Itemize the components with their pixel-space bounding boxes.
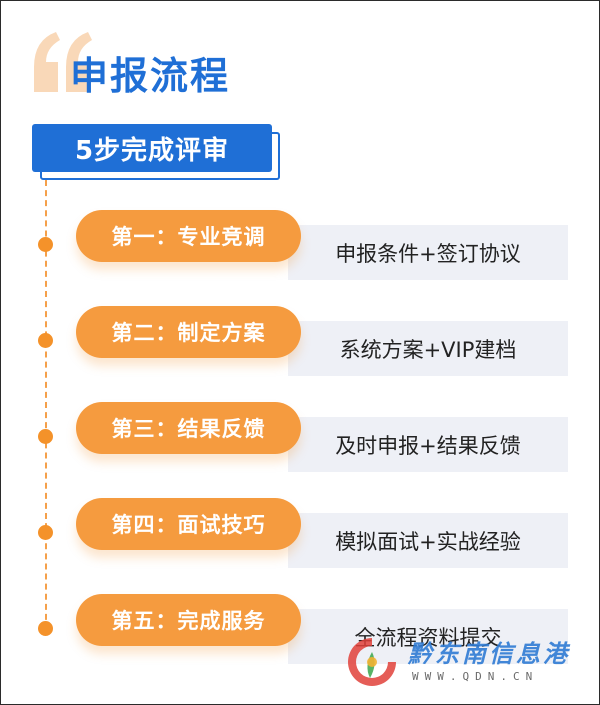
timeline-dot [38, 237, 53, 252]
step-pill: 第二：制定方案 [76, 306, 301, 358]
steps-badge: 5步完成评审 [32, 124, 272, 172]
step-pill: 第五：完成服务 [76, 594, 301, 646]
step-5: 全流程资料提交 第五：完成服务 [0, 594, 600, 674]
step-1: 申报条件+签订协议 第一：专业竞调 [0, 210, 600, 290]
step-4: 模拟面试+实战经验 第四：面试技巧 [0, 498, 600, 578]
step-description: 及时申报+结果反馈 [335, 433, 521, 458]
step-description: 申报条件+签订协议 [335, 241, 521, 266]
timeline-dot [38, 333, 53, 348]
timeline-dot [38, 621, 53, 636]
page-title: 申报流程 [70, 54, 231, 98]
watermark-logo-icon [348, 638, 396, 686]
timeline-dot [38, 429, 53, 444]
step-desc-box [288, 513, 568, 568]
timeline-dot [38, 525, 53, 540]
step-pill: 第四：面试技巧 [76, 498, 301, 550]
step-description: 模拟面试+实战经验 [335, 529, 521, 554]
step-2: 系统方案+VIP建档 第二：制定方案 [0, 306, 600, 386]
step-desc-box [288, 609, 568, 664]
watermark: 黔东南信息港 WWW.QDN.CN [342, 632, 582, 702]
step-3: 及时申报+结果反馈 第三：结果反馈 [0, 402, 600, 482]
quote-icon [34, 32, 92, 92]
step-description: 全流程资料提交 [354, 625, 502, 650]
watermark-url: WWW.QDN.CN [412, 670, 539, 683]
step-desc-box [288, 417, 568, 472]
watermark-name: 黔东南信息港 [408, 640, 570, 668]
step-desc-box [288, 321, 568, 376]
step-description: 系统方案+VIP建档 [339, 337, 517, 362]
timeline-line [45, 180, 47, 630]
step-desc-box [288, 225, 568, 280]
step-pill: 第三：结果反馈 [76, 402, 301, 454]
step-pill: 第一：专业竞调 [76, 210, 301, 262]
